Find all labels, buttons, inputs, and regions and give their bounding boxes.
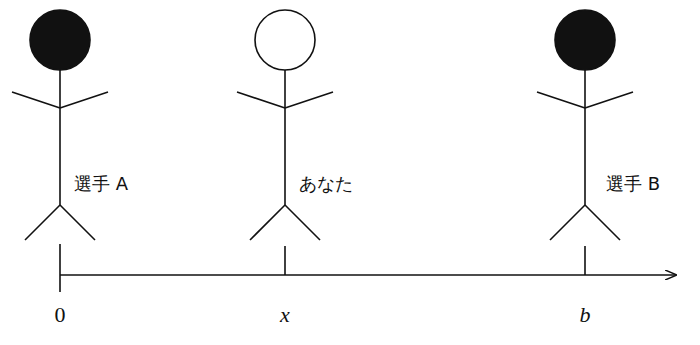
player-label: 選手 A — [74, 173, 128, 194]
player-label-holder: 選手 B — [606, 172, 660, 196]
player-label: あなた — [299, 173, 353, 194]
axis-value-holder: b — [580, 302, 591, 328]
player-label-holder: 選手 A — [74, 172, 128, 196]
axis-value: b — [580, 302, 591, 327]
you-figure — [237, 10, 333, 240]
axis-value: x — [280, 302, 290, 327]
player-b-figure — [537, 10, 633, 240]
number-axis — [60, 244, 676, 292]
player-label: 選手 B — [606, 173, 660, 194]
player-a-figure — [12, 10, 108, 240]
axis-value-holder: x — [280, 302, 290, 328]
player-label-holder: あなた — [299, 172, 353, 196]
axis-value: 0 — [55, 302, 66, 327]
axis-value-holder: 0 — [55, 302, 66, 328]
